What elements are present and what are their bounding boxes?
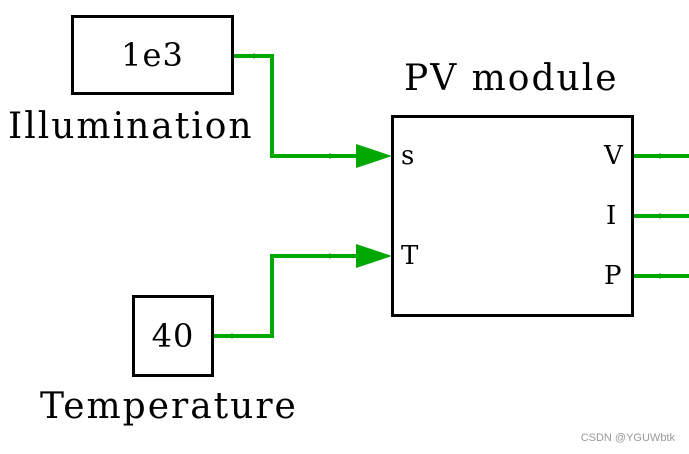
- wire-temperature-to-t[interactable]: [214, 254, 358, 338]
- temperature-caption: Temperature: [40, 386, 298, 427]
- illumination-constant-block[interactable]: 1e3: [71, 15, 234, 95]
- output-port-p: P: [604, 261, 622, 291]
- junction-dot-p: [657, 273, 663, 279]
- temperature-constant-block[interactable]: 40: [132, 295, 214, 377]
- output-port-v: V: [604, 141, 623, 171]
- pv-module-block[interactable]: [391, 115, 634, 317]
- pv-module-title: PV module: [404, 58, 619, 99]
- input-port-s: s: [401, 141, 415, 171]
- junction-dot-i: [657, 213, 663, 219]
- temperature-value: 40: [151, 317, 195, 355]
- output-port-i: I: [606, 201, 617, 231]
- illumination-value: 1e3: [121, 36, 184, 74]
- arrowhead-s: [356, 144, 392, 168]
- watermark: CSDN @YGUWbtk: [580, 432, 675, 444]
- junction-dot-t: [327, 253, 333, 259]
- junction-dot-v: [657, 153, 663, 159]
- junction-dot-s: [327, 153, 333, 159]
- arrowhead-t: [356, 244, 392, 268]
- illumination-caption: Illumination: [8, 106, 254, 147]
- junction-dot-temperature: [229, 333, 235, 339]
- junction-dot-illumination: [251, 53, 257, 59]
- input-port-t: T: [401, 241, 419, 271]
